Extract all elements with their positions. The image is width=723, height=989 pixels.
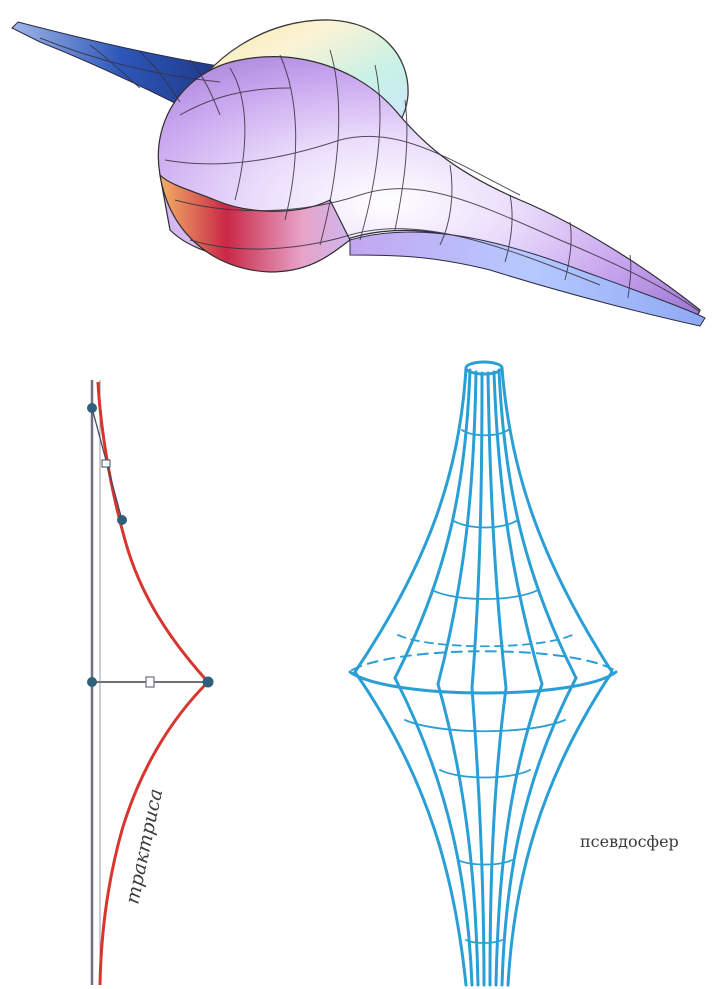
pseudosphere-label: псевдосфер <box>580 832 679 851</box>
bell-body <box>157 56 701 323</box>
tractrix-upper-branch <box>96 381 210 684</box>
marker-upper <box>117 515 127 525</box>
marker-top <box>87 403 97 413</box>
radius-tick <box>145 676 155 688</box>
marker-axis-mid <box>87 677 97 687</box>
tractrix-label: трактриса <box>121 787 167 906</box>
right-tail <box>349 231 706 327</box>
equator-back <box>351 650 615 671</box>
tangent-tick <box>101 459 111 468</box>
wireframe-pseudosphere <box>348 360 618 987</box>
shaded-pseudosphere <box>11 19 706 327</box>
marker-cusp <box>202 676 214 688</box>
equator-front <box>348 670 618 695</box>
tractrix-diagram: трактриса <box>87 380 214 986</box>
tractrix-lower-branch <box>98 680 210 986</box>
bell-front <box>159 173 351 273</box>
